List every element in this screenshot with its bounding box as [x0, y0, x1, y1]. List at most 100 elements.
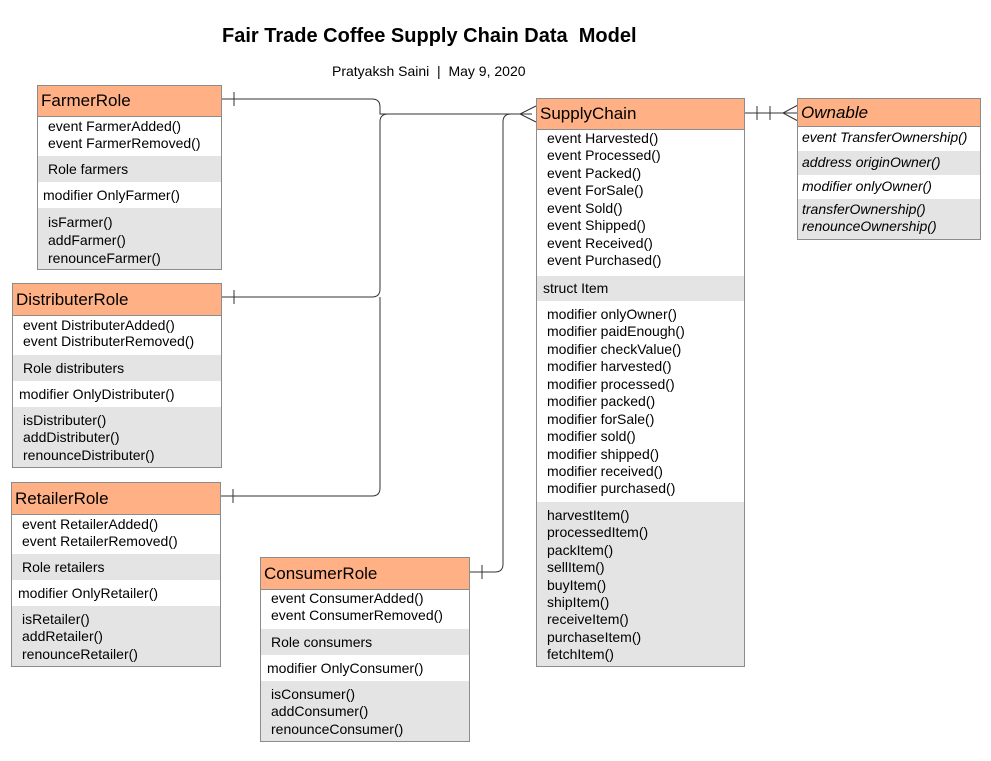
function-item: processedItem(): [547, 524, 649, 540]
role-field: Role distributers: [23, 360, 125, 376]
role-field: Role retailers: [22, 559, 105, 575]
events-section: event RetailerAdded() event RetailerRemo…: [12, 515, 220, 554]
function-item: renounceFarmer(): [48, 250, 161, 266]
function-item: receiveItem(): [547, 611, 629, 627]
function-item: isConsumer(): [271, 686, 356, 702]
connector-farmer: [222, 98, 532, 115]
modifier-item: modifier processed(): [547, 376, 675, 392]
function-item: addRetailer(): [22, 628, 103, 644]
event-item: event Packed(): [547, 165, 642, 181]
event-item: event DistributerRemoved(): [23, 333, 195, 349]
function-item: buyItem(): [547, 577, 607, 593]
functions-section: transferOwnership() renounceOwnership(): [798, 199, 980, 239]
functions-section: isConsumer() addConsumer() renounceConsu…: [261, 681, 469, 741]
struct-section: struct Item: [537, 276, 744, 301]
role-field: Role farmers: [48, 161, 129, 177]
functions-section: harvestItem() processedItem() packItem()…: [537, 502, 744, 666]
class-supply-chain[interactable]: SupplyChain event Harvested() event Proc…: [536, 98, 745, 667]
address-section: address originOwner(): [798, 151, 980, 175]
modifiers-section: modifier onlyOwner() modifier paidEnough…: [537, 301, 744, 502]
event-item: event TransferOwnership(): [802, 129, 968, 145]
event-section: event TransferOwnership(): [798, 127, 980, 151]
modifier-item: modifier sold(): [547, 428, 636, 444]
function-item: renounceDistributer(): [23, 447, 155, 463]
class-header: Ownable: [798, 99, 980, 127]
class-retailer-role[interactable]: RetailerRole event RetailerAdded() event…: [11, 482, 221, 667]
events-section: event ConsumerAdded() event ConsumerRemo…: [261, 590, 469, 629]
connector-retailer: [221, 297, 381, 497]
modifier-section: modifier OnlyDistributer(): [13, 381, 221, 407]
diagram-title: Fair Trade Coffee Supply Chain Data Mode…: [222, 25, 637, 47]
functions-section: isFarmer() addFarmer() renounceFarmer(): [38, 208, 221, 269]
modifier-item: modifier received(): [547, 463, 663, 479]
class-header: FarmerRole: [38, 86, 221, 117]
class-distributer-role[interactable]: DistributerRole event DistributerAdded()…: [12, 283, 222, 468]
event-item: event FarmerRemoved(): [48, 135, 201, 151]
event-item: event Shipped(): [547, 217, 646, 233]
class-ownable[interactable]: Ownable event TransferOwnership() addres…: [797, 98, 981, 240]
role-section: Role consumers: [261, 629, 469, 655]
function-item: isDistributer(): [23, 412, 107, 428]
address-field: address originOwner(): [802, 154, 941, 170]
modifier-item: modifier OnlyConsumer(): [267, 660, 424, 676]
function-item: harvestItem(): [547, 507, 630, 523]
functions-section: isRetailer() addRetailer() renounceRetai…: [12, 606, 220, 666]
event-item: event ConsumerAdded(): [271, 590, 424, 606]
function-item: shipItem(): [547, 594, 610, 610]
event-item: event ConsumerRemoved(): [271, 607, 443, 623]
function-item: packItem(): [547, 542, 614, 558]
ownable-crow-foot: [781, 104, 799, 122]
function-item: addFarmer(): [48, 232, 126, 248]
function-item: purchaseItem(): [547, 629, 642, 645]
connector-consumer: [469, 113, 512, 573]
event-item: event RetailerRemoved(): [22, 533, 178, 549]
function-item: addDistributer(): [23, 429, 120, 445]
event-item: event Harvested(): [547, 130, 659, 146]
modifier-section: modifier onlyOwner(): [798, 175, 980, 199]
event-item: event Sold(): [547, 200, 623, 216]
modifier-item: modifier paidEnough(): [547, 323, 685, 339]
function-item: renounceOwnership(): [802, 218, 937, 234]
functions-section: isDistributer() addDistributer() renounc…: [13, 407, 221, 467]
events-section: event FarmerAdded() event FarmerRemoved(…: [38, 117, 221, 156]
struct-field: struct Item: [543, 280, 609, 296]
event-item: event Processed(): [547, 147, 661, 163]
events-section: event Harvested() event Processed() even…: [537, 130, 744, 276]
modifier-item: modifier packed(): [547, 393, 656, 409]
function-item: isRetailer(): [22, 611, 90, 627]
events-section: event DistributerAdded() event Distribut…: [13, 316, 221, 355]
modifier-item: modifier onlyOwner(): [547, 306, 677, 322]
function-item: renounceConsumer(): [271, 721, 404, 737]
role-section: Role retailers: [12, 554, 220, 580]
function-item: fetchItem(): [547, 646, 614, 662]
function-item: sellItem(): [547, 559, 605, 575]
event-item: event Purchased(): [547, 252, 662, 268]
modifier-item: modifier checkValue(): [547, 341, 682, 357]
modifier-item: modifier OnlyRetailer(): [18, 585, 159, 601]
role-section: Role farmers: [38, 156, 221, 182]
event-item: event DistributerAdded(): [23, 317, 175, 333]
connector-distributer: [222, 113, 389, 298]
event-item: event Received(): [547, 235, 653, 251]
function-item: isFarmer(): [48, 214, 113, 230]
modifier-item: modifier purchased(): [547, 480, 676, 496]
class-farmer-role[interactable]: FarmerRole event FarmerAdded() event Far…: [37, 85, 222, 270]
modifier-section: modifier OnlyConsumer(): [261, 655, 469, 681]
class-header: SupplyChain: [537, 99, 744, 130]
modifier-item: modifier onlyOwner(): [802, 178, 932, 194]
modifier-section: modifier OnlyRetailer(): [12, 580, 220, 606]
diagram-subtitle: Pratyaksh Saini | May 9, 2020: [332, 63, 526, 79]
function-item: renounceRetailer(): [22, 646, 138, 662]
modifier-item: modifier shipped(): [547, 446, 660, 462]
class-header: RetailerRole: [12, 483, 220, 515]
modifier-item: modifier OnlyFarmer(): [43, 187, 180, 203]
event-item: event ForSale(): [547, 182, 644, 198]
class-consumer-role[interactable]: ConsumerRole event ConsumerAdded() event…: [260, 557, 470, 742]
class-header: DistributerRole: [13, 284, 221, 316]
event-item: event FarmerAdded(): [48, 118, 182, 134]
supplychain-crow-foot: [518, 105, 537, 123]
role-field: Role consumers: [271, 634, 373, 650]
function-item: transferOwnership(): [802, 201, 926, 217]
function-item: addConsumer(): [271, 703, 369, 719]
